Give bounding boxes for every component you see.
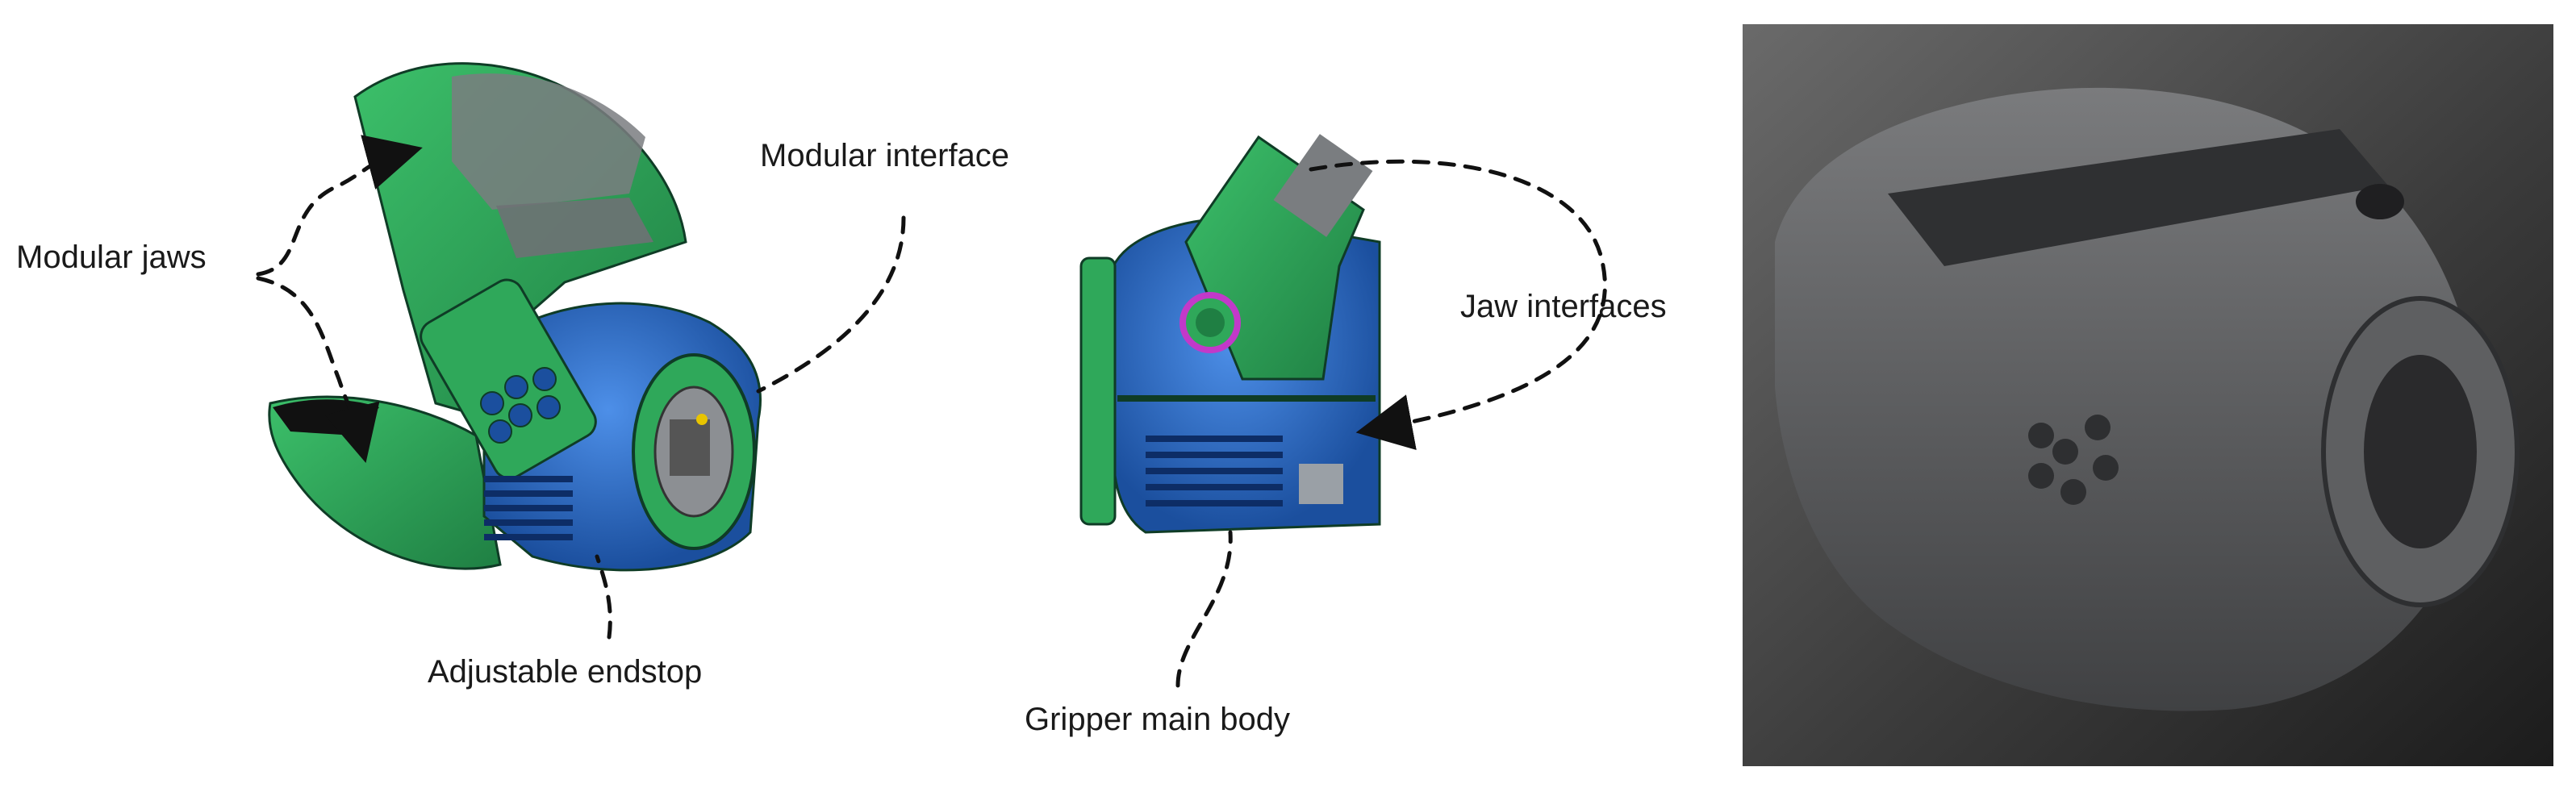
side-vents [1146,436,1283,506]
cad-view-side: Jaw interfaces Gripper main body [1025,134,1667,737]
leader-modular-jaws-lower [256,276,380,463]
label-jaw-interfaces: Jaw interfaces [1460,289,1667,324]
upper-jaw-pad-lower [496,198,653,258]
leader-modular-interface [756,215,906,394]
label-adjustable-endstop: Adjustable endstop [428,654,702,690]
label-modular-jaws: Modular jaws [16,240,207,275]
photo-holes [2028,415,2119,505]
gripper-photo [1743,24,2553,766]
side-flange [1079,256,1117,526]
leader-modular-jaws-upper [256,135,423,277]
link-holes [480,367,561,444]
cad-view-isometric: Modular jaws Modular interface Adjustabl… [16,62,1009,690]
upper-jaw-pad [452,73,645,210]
vent-grid [484,476,573,540]
label-gripper-main-body: Gripper main body [1025,702,1290,737]
leader-adjustable-endstop [595,554,612,640]
label-modular-interface: Modular interface [760,138,1009,173]
leader-gripper-main-body [1175,530,1233,688]
leader-jaw-interfaces [1309,159,1607,450]
